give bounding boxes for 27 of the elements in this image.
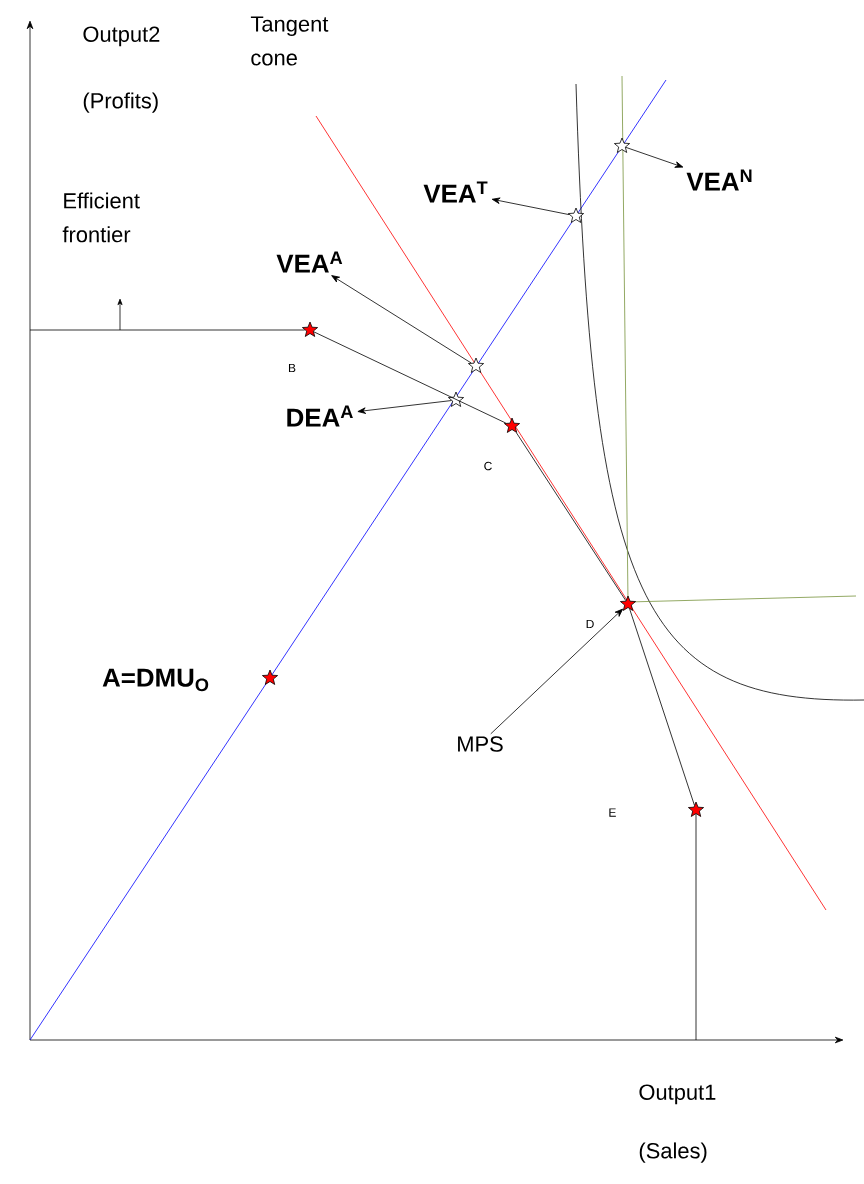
star-marker <box>568 207 584 223</box>
axis-label: Efficient frontier <box>62 192 140 243</box>
arrow <box>357 400 452 414</box>
frontier-line <box>29 329 306 331</box>
arrow <box>331 275 472 364</box>
star-marker <box>688 801 704 817</box>
axis-label: (Profits) <box>83 92 158 113</box>
frontier-line <box>313 331 507 424</box>
vector-label: VEA$^{T}$ <box>423 181 488 203</box>
frontier-line <box>629 608 695 806</box>
star-marker <box>614 137 630 153</box>
vector-label: VEA$^{A}$ <box>276 251 343 273</box>
star-marker <box>448 391 464 407</box>
point-label: A=DMU$_{O}$ <box>102 668 209 692</box>
star-marker <box>468 357 484 373</box>
axis-label: Tangent cone <box>250 16 329 66</box>
frontier-line <box>516 432 627 601</box>
axis-label: Output1 <box>639 1084 716 1105</box>
vector-label: DEA$^{A}$ <box>287 405 353 427</box>
arrow <box>491 197 570 215</box>
annotation-label: MPS <box>458 736 503 752</box>
frontier-line <box>695 813 697 1041</box>
axis-label: (Sales) <box>639 1142 707 1163</box>
arrow <box>490 608 623 735</box>
axis-label: Output2 <box>83 26 160 47</box>
vector-label: VEA$^{N}$ <box>686 169 752 191</box>
arrow <box>625 146 684 168</box>
